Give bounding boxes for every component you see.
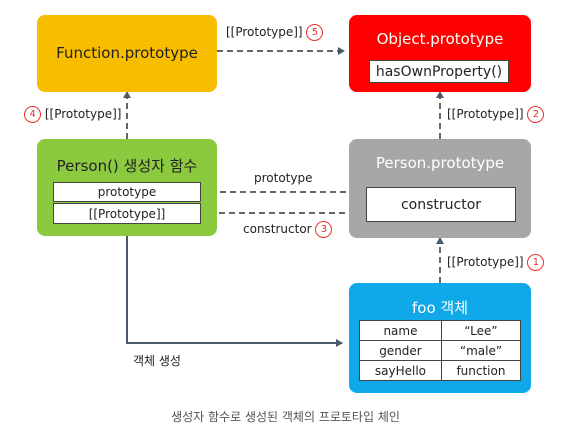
- foo-object-title: foo 객체: [411, 299, 468, 317]
- property-value: “Lee”: [440, 320, 522, 341]
- step-1-badge: 1: [527, 254, 545, 271]
- edge-label-1-text: [[Prototype]]: [447, 255, 524, 269]
- object-prototype-title: Object.prototype: [376, 30, 504, 48]
- step-5-badge: 5: [306, 24, 324, 41]
- property-value: “male”: [440, 340, 522, 361]
- person-prototype-title: Person.prototype: [375, 154, 505, 172]
- edge-label-3-text: constructor: [243, 222, 312, 236]
- person-prototype-node: Person.prototype constructor: [349, 139, 531, 238]
- table-row: gender“male”: [359, 340, 522, 361]
- person-constructor-title: Person() 생성자 함수: [56, 157, 198, 175]
- property-key: sayHello: [359, 360, 442, 381]
- object-creation-label: 객체 생성: [133, 354, 181, 368]
- edge-label-5: [[Prototype]] 5: [226, 24, 324, 41]
- edge-label-2-text: [[Prototype]]: [447, 107, 524, 121]
- edge-label-5-text: [[Prototype]]: [226, 25, 303, 39]
- property-value: function: [440, 360, 522, 381]
- step-3-badge: 3: [315, 221, 333, 238]
- function-prototype-title: Function.prototype: [56, 44, 198, 62]
- property-key: gender: [359, 340, 442, 361]
- constructor-slot: constructor: [366, 187, 516, 222]
- figure-caption: 생성자 함수로 생성된 객체의 프로토타입 체인: [171, 410, 400, 424]
- has-own-property-box: hasOwnProperty(): [369, 60, 509, 83]
- prototype-edge-label: prototype: [254, 171, 313, 185]
- object-prototype-node: Object.prototype hasOwnProperty(): [349, 15, 531, 92]
- edge-object-creation: [126, 236, 343, 347]
- edge-label-4: 4 [[Prototype]]: [24, 106, 121, 123]
- edge-label-4-text: [[Prototype]]: [44, 107, 122, 121]
- proto-link-row: [[Prototype]]: [53, 203, 201, 224]
- edge-label-3: constructor 3: [243, 221, 333, 238]
- person-constructor-node: Person() 생성자 함수 prototype [[Prototype]]: [37, 139, 217, 236]
- property-key: name: [359, 320, 442, 341]
- step-2-badge: 2: [527, 106, 545, 123]
- step-4-badge: 4: [24, 106, 41, 123]
- function-prototype-node: Function.prototype: [37, 15, 217, 92]
- prototype-property-row: prototype: [53, 182, 201, 202]
- edge-label-2: [[Prototype]] 2: [447, 106, 545, 123]
- edge-label-1: [[Prototype]] 1: [447, 254, 545, 271]
- table-row: name“Lee”: [359, 320, 522, 341]
